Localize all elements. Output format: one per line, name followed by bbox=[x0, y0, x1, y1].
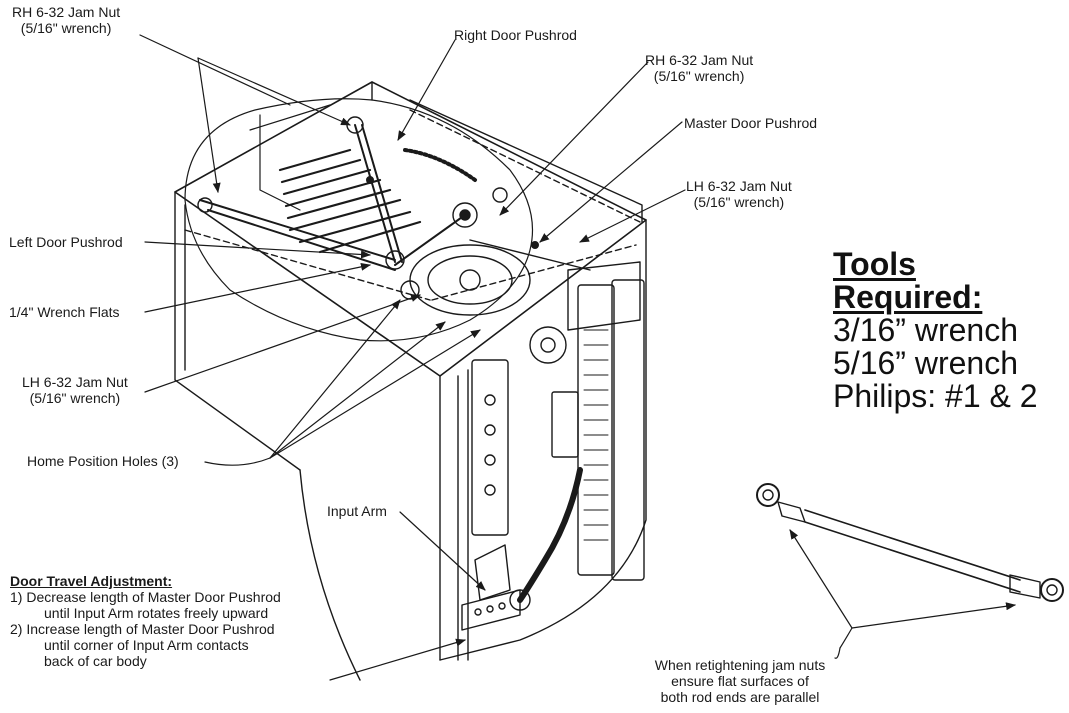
label-line: RH 6-32 Jam Nut bbox=[645, 52, 754, 68]
label-input-arm: Input Arm bbox=[327, 503, 387, 519]
label-lh-jam-nut-left: LH 6-32 Jam Nut (5/16" wrench) bbox=[22, 374, 128, 406]
label-line: (5/16" wrench) bbox=[29, 390, 121, 406]
note-line: ensure flat surfaces of bbox=[671, 673, 809, 689]
retightening-note: When retightening jam nuts ensure flat s… bbox=[610, 657, 870, 705]
tool-item: 5/16” wrench bbox=[833, 345, 1018, 381]
note-line: When retightening jam nuts bbox=[654, 657, 826, 673]
label-line: LH 6-32 Jam Nut bbox=[686, 178, 792, 194]
tool-item: 3/16” wrench bbox=[833, 312, 1018, 348]
door-travel-step: back of car body bbox=[44, 653, 147, 669]
label-master-door-pushrod: Master Door Pushrod bbox=[684, 115, 818, 131]
label-wrench-flats: 1/4" Wrench Flats bbox=[9, 304, 120, 320]
label-line: (5/16" wrench) bbox=[653, 68, 745, 84]
label-lh-jam-nut-right: LH 6-32 Jam Nut (5/16" wrench) bbox=[686, 178, 792, 210]
door-travel-step: until Input Arm rotates freely upward bbox=[44, 605, 269, 621]
pushrods bbox=[197, 124, 591, 271]
label-line: (5/16" wrench) bbox=[693, 194, 785, 210]
tools-heading: Tools bbox=[833, 246, 916, 282]
label-home-position-holes: Home Position Holes (3) bbox=[27, 453, 179, 469]
label-rh-jam-nut-top-left: RH 6-32 Jam Nut (5/16" wrench) bbox=[12, 4, 120, 36]
tools-required-block: Tools Required: 3/16” wrench 5/16” wrenc… bbox=[833, 248, 1038, 413]
label-line: LH 6-32 Jam Nut bbox=[22, 374, 128, 390]
rod-end-assembly bbox=[756, 483, 1064, 602]
note-line: both rod ends are parallel bbox=[660, 689, 820, 705]
door-travel-title: Door Travel Adjustment: bbox=[10, 573, 173, 589]
car-body bbox=[174, 81, 647, 681]
leader-lines bbox=[139, 34, 1016, 681]
label-left-door-pushrod: Left Door Pushrod bbox=[9, 234, 123, 250]
door-travel-adjustment: Door Travel Adjustment: 1) Decrease leng… bbox=[10, 573, 281, 669]
front-mechanism bbox=[461, 261, 645, 631]
door-travel-step: until corner of Input Arm contacts bbox=[44, 637, 249, 653]
tool-item: Philips: #1 & 2 bbox=[833, 378, 1038, 414]
label-right-door-pushrod: Right Door Pushrod bbox=[454, 27, 577, 43]
tools-heading: Required: bbox=[833, 279, 983, 315]
door-travel-step: 1) Decrease length of Master Door Pushro… bbox=[10, 589, 281, 605]
door-travel-step: 2) Increase length of Master Door Pushro… bbox=[10, 621, 275, 637]
label-line: RH 6-32 Jam Nut bbox=[12, 4, 121, 20]
label-line: (5/16" wrench) bbox=[20, 20, 112, 36]
label-rh-jam-nut-top-right: RH 6-32 Jam Nut (5/16" wrench) bbox=[645, 52, 753, 84]
